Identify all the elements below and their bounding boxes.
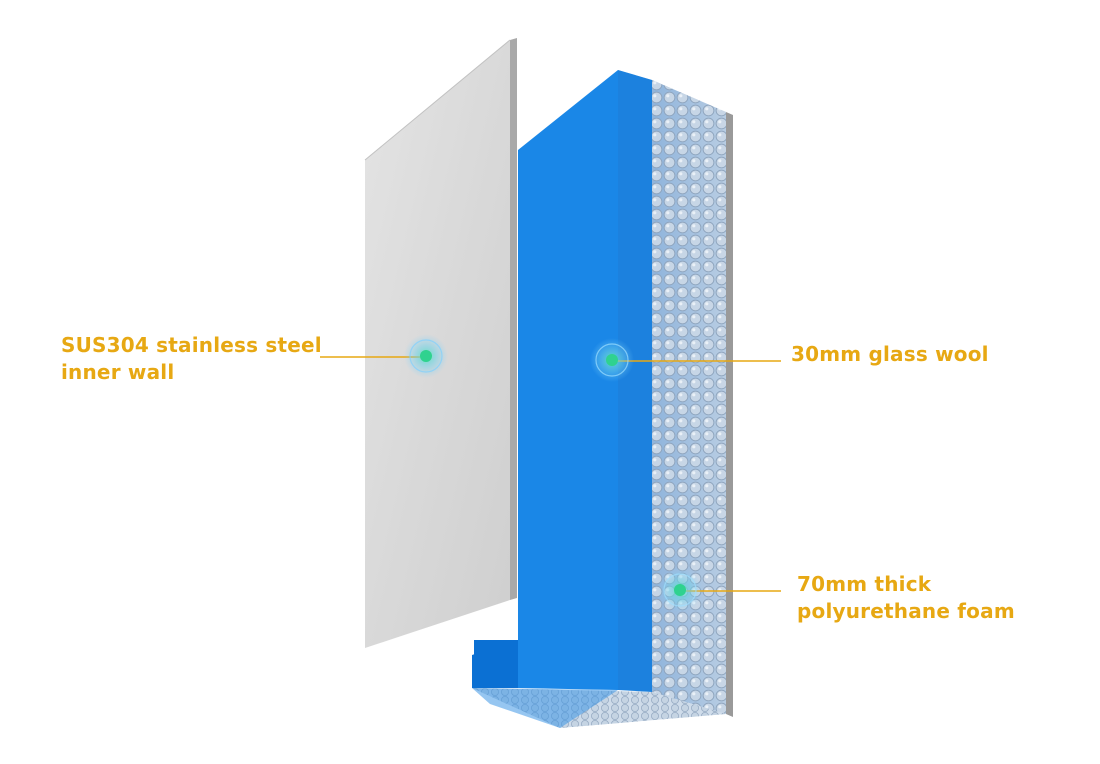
steel-callout-line-2: inner wall (61, 360, 175, 384)
steel-callout-label: SUS304 stainless steel inner wall (61, 332, 322, 386)
foam-callout-line-2: polyurethane foam (797, 599, 1015, 623)
foam-callout-line-1: 70mm thick (797, 572, 932, 596)
bottom-cross-section (472, 688, 726, 728)
glass-wool-marker (590, 338, 634, 382)
outer-backing-edge (726, 112, 733, 717)
glass-wool-layer (472, 70, 652, 692)
foam-callout-label: 70mm thick polyurethane foam (797, 571, 1015, 625)
glass-wool-callout-label: 30mm glass wool (791, 341, 989, 368)
glass-wool-callout-line-1: 30mm glass wool (791, 342, 989, 366)
steel-callout-line-1: SUS304 stainless steel (61, 333, 322, 357)
foam-marker (658, 568, 702, 612)
steel-marker (404, 334, 448, 378)
polyurethane-foam-layer (652, 80, 726, 714)
